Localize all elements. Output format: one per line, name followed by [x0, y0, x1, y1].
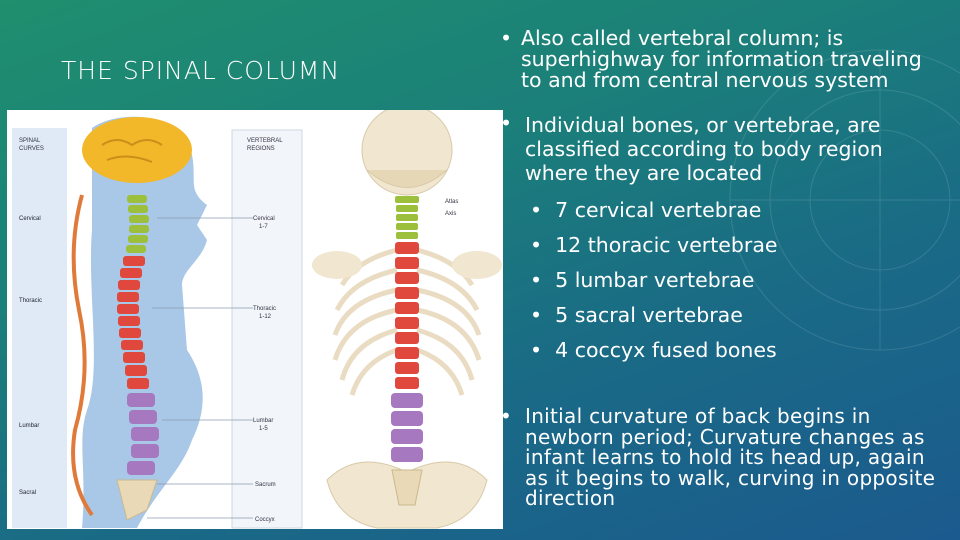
sub-bullet-4: • 5 sacral vertebrae — [530, 305, 743, 326]
region-label-sacrum: Sacrum — [255, 482, 276, 488]
sub-bullet-text: 5 sacral vertebrae — [555, 303, 743, 327]
curve-label-sacral: Sacral — [19, 490, 36, 496]
bullet-dot: • — [500, 404, 513, 428]
sub-bullet-text: 12 thoracic vertebrae — [555, 233, 778, 257]
body-silhouette — [82, 116, 207, 528]
bullet-text: Initial curvature of back begins in newb… — [525, 404, 936, 510]
bullet-2: • Individual bones, or vertebrae, are cl… — [500, 111, 920, 186]
bullet-dot: • — [500, 26, 513, 50]
bullet-dot: • — [530, 233, 543, 257]
label-atlas: Atlas — [445, 199, 458, 205]
label-axis: Axis — [445, 211, 456, 217]
sub-bullet-text: 7 cervical vertebrae — [555, 198, 762, 222]
back-thoracic — [395, 242, 419, 389]
slide-title: THE SPINAL COLUMN — [61, 56, 341, 85]
sacrum — [116, 479, 158, 521]
curve-label-lumbar: Lumbar — [19, 423, 39, 429]
curve-label-thoracic: Thoracic — [19, 298, 42, 304]
regions-panel — [231, 129, 303, 529]
bullet-dot: • — [500, 111, 513, 135]
bullet-1: • Also called vertebral column; is super… — [500, 28, 940, 91]
sub-bullet-text: 4 coccyx fused bones — [555, 338, 777, 362]
region-label-coccyx: Coccyx — [255, 517, 275, 523]
regions-header-2: REGIONS — [247, 146, 275, 152]
leader-lines — [147, 217, 253, 519]
regions-header-1: VERTEBRAL — [247, 138, 283, 144]
region-label-thoracic-range: 1-12 — [259, 314, 272, 320]
region-label-lumbar: Lumbar — [253, 418, 273, 424]
sub-bullet-3: • 5 lumbar vertebrae — [530, 270, 754, 291]
curves-header-2: CURVES — [19, 146, 44, 152]
region-label-thoracic: Thoracic — [253, 306, 276, 312]
spine-illustration: SPINAL CURVES — [12, 110, 502, 529]
back-lumbar — [391, 393, 423, 462]
lumbar-vertebrae — [127, 393, 159, 475]
sub-bullet-2: • 12 thoracic vertebrae — [530, 235, 778, 256]
region-label-lumbar-range: 1-5 — [259, 426, 268, 432]
left-shoulder — [312, 251, 362, 279]
region-label-cervical: Cervical — [253, 216, 275, 222]
ribs — [332, 247, 482, 396]
curve-indicator — [71, 194, 94, 517]
bullet-dot: • — [530, 198, 543, 222]
back-sacrum — [391, 469, 423, 506]
sub-bullet-5: • 4 coccyx fused bones — [530, 340, 777, 361]
bullet-dot: • — [530, 268, 543, 292]
curve-label-cervical: Cervical — [19, 216, 41, 222]
bullet-text: Individual bones, or vertebrae, are clas… — [525, 113, 883, 185]
curves-panel — [12, 128, 67, 528]
brain — [82, 117, 192, 183]
bullet-3: • Initial curvature of back begins in ne… — [500, 406, 945, 509]
sub-bullet-text: 5 lumbar vertebrae — [555, 268, 755, 292]
spine-anatomy-figure: SPINAL CURVES — [7, 110, 503, 529]
bullet-dot: • — [530, 338, 543, 362]
thoracic-vertebrae — [117, 256, 149, 389]
sub-bullet-1: • 7 cervical vertebrae — [530, 200, 761, 221]
bullet-dot: • — [530, 303, 543, 327]
region-label-cervical-range: 1-7 — [259, 224, 268, 230]
right-shoulder — [452, 251, 502, 279]
bullet-text: Also called vertebral column; is superhi… — [521, 26, 922, 92]
back-cervical — [395, 196, 419, 239]
curves-header-1: SPINAL — [19, 138, 41, 144]
cervical-vertebrae — [126, 195, 149, 253]
